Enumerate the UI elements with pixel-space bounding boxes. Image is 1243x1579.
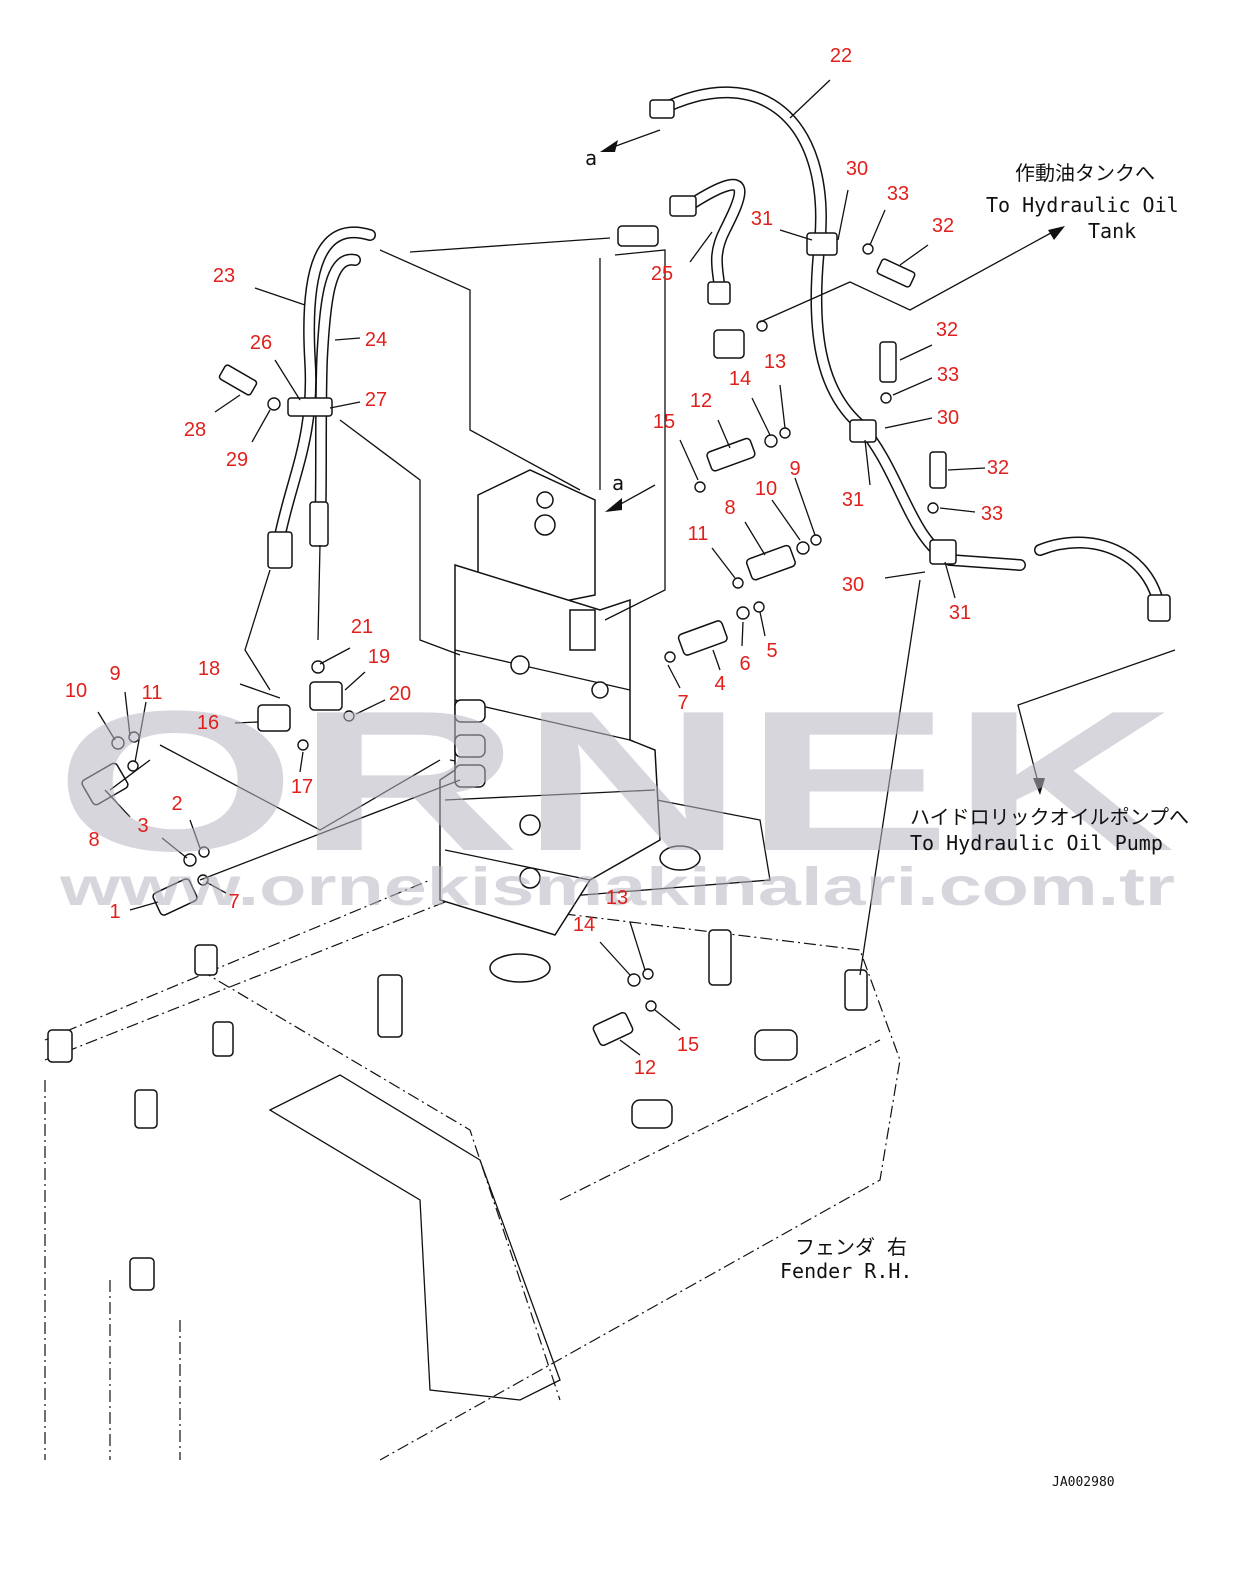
part-label-31: 31	[842, 489, 864, 511]
part-label-7: 7	[677, 692, 688, 714]
part-label-31: 31	[949, 602, 971, 624]
part-label-7: 7	[228, 891, 239, 913]
mounting-bosses	[47, 845, 868, 1291]
part-label-25: 25	[651, 263, 673, 285]
svg-text:www.ornekismakinalari.com.tr: www.ornekismakinalari.com.tr	[59, 857, 1175, 917]
part-label-27: 27	[365, 389, 387, 411]
part-label-30: 30	[842, 574, 864, 596]
arrow-marker-a-top: a	[585, 146, 597, 170]
leader-lines	[97, 79, 1176, 1056]
part-label-33: 33	[937, 364, 959, 386]
part-label-12: 12	[634, 1057, 656, 1079]
part-label-33: 33	[887, 183, 909, 205]
to-pump-jp: ハイドロリックオイルポンプへ	[910, 805, 1189, 829]
part-label-5: 5	[766, 640, 777, 662]
part-label-32: 32	[932, 215, 954, 237]
part-label-18: 18	[198, 658, 220, 680]
to-tank-en-2: Tank	[1088, 219, 1136, 243]
part-label-9: 9	[109, 663, 120, 685]
part-label-17: 17	[291, 776, 313, 798]
part-label-32: 32	[936, 319, 958, 341]
part-label-15: 15	[653, 411, 675, 433]
fender-en: Fender R.H.	[780, 1259, 912, 1283]
part-label-10: 10	[65, 680, 87, 702]
to-pump-en: To Hydraulic Oil Pump	[910, 831, 1163, 855]
fender-jp: フェンダ 右	[795, 1235, 907, 1259]
part-label-30: 30	[846, 158, 868, 180]
fittings	[81, 99, 1171, 1047]
part-label-32: 32	[987, 457, 1009, 479]
part-label-13: 13	[764, 351, 786, 373]
part-label-12: 12	[690, 390, 712, 412]
part-label-9: 9	[789, 458, 800, 480]
part-label-2: 2	[171, 793, 182, 815]
part-label-24: 24	[365, 329, 387, 351]
part-label-29: 29	[226, 449, 248, 471]
hoses	[272, 86, 1166, 616]
part-labels: 2230333231252324262728293233301314121591…	[65, 45, 1009, 1079]
control-valve-block	[439, 469, 661, 936]
to-tank-jp: 作動油タンクへ	[1015, 161, 1155, 185]
watermark: ORNEK www.ornekismakinalari.com.tr	[55, 670, 1175, 917]
part-label-19: 19	[368, 646, 390, 668]
part-label-15: 15	[677, 1034, 699, 1056]
part-label-16: 16	[197, 712, 219, 734]
part-label-3: 3	[137, 815, 148, 837]
part-label-14: 14	[729, 368, 751, 390]
part-label-33: 33	[981, 503, 1003, 525]
arrow-marker-a-mid: a	[612, 471, 624, 495]
part-label-10: 10	[755, 478, 777, 500]
svg-text:ORNEK: ORNEK	[55, 670, 1175, 893]
part-label-1: 1	[109, 901, 120, 923]
part-label-31: 31	[751, 208, 773, 230]
drawing-code: JA002980	[1052, 1475, 1115, 1490]
part-label-11: 11	[688, 523, 709, 545]
part-label-6: 6	[739, 653, 750, 675]
part-label-8: 8	[724, 497, 735, 519]
to-tank-en-1: To Hydraulic Oil	[986, 193, 1179, 217]
part-label-23: 23	[213, 265, 235, 287]
part-label-11: 11	[142, 682, 163, 704]
part-label-21: 21	[351, 616, 373, 638]
part-label-13: 13	[606, 887, 628, 909]
part-label-20: 20	[389, 683, 411, 705]
part-label-28: 28	[184, 419, 206, 441]
part-label-30: 30	[937, 407, 959, 429]
part-label-26: 26	[250, 332, 272, 354]
part-label-8: 8	[88, 829, 99, 851]
part-label-4: 4	[714, 673, 725, 695]
part-label-14: 14	[573, 914, 595, 936]
part-label-22: 22	[830, 45, 852, 67]
